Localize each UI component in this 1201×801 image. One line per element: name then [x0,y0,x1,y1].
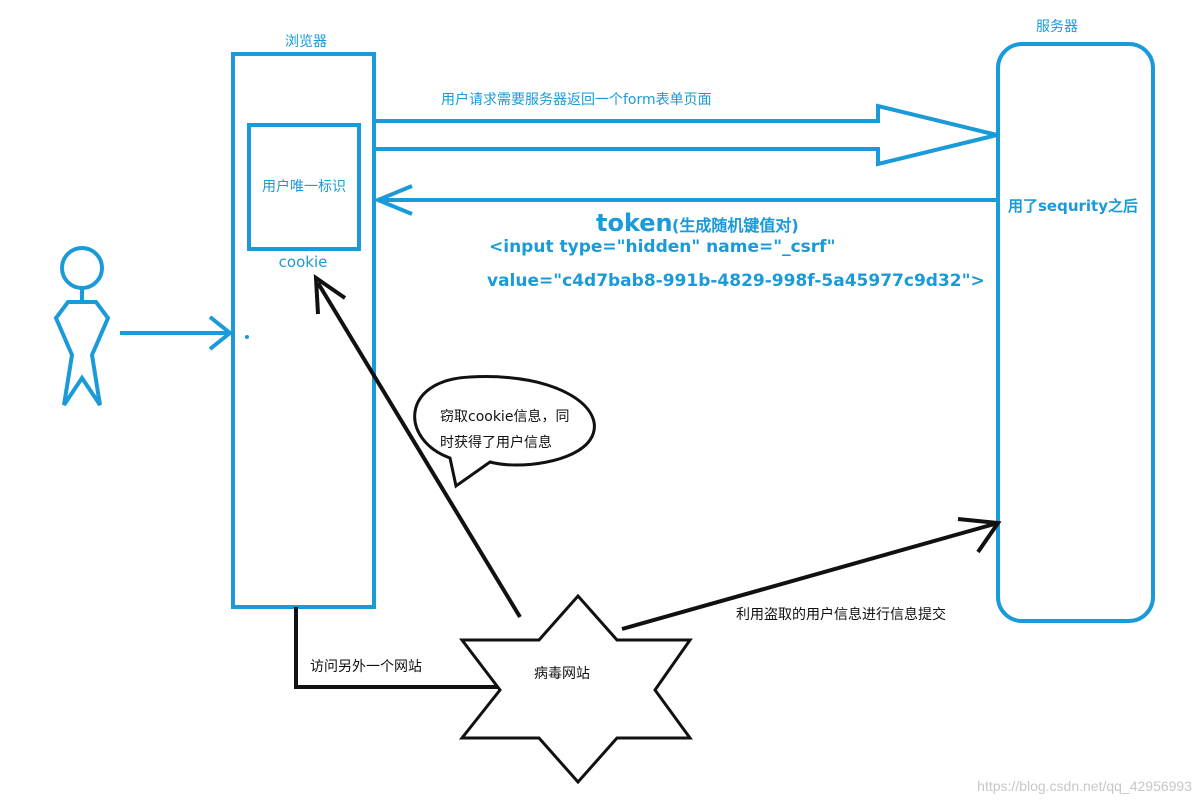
unique-id-box [247,123,361,251]
speech-bubble [413,375,596,489]
bubble-line-1: 窃取cookie信息，同 [440,408,569,425]
server-title: 服务器 [1036,19,1078,35]
steal-cookie-arrow-head [313,274,347,315]
browser-title: 浏览器 [285,34,327,50]
token-word: token [596,209,673,237]
stick-figure-icon [53,246,111,407]
submit-arrow-head [957,517,1002,554]
unique-id-label: 用户唯一标识 [262,178,346,195]
input-line-2: value="c4d7bab8-991b-4829-998f-5a45977c9… [487,271,985,291]
bubble-line-2: 时获得了用户信息 [440,434,552,451]
virus-site-label: 病毒网站 [534,666,590,682]
cookie-label: cookie [279,253,328,271]
request-arrow [375,103,998,167]
server-box [996,42,1155,623]
response-arrow-head [372,184,413,216]
request-label: 用户请求需要服务器返回一个form表单页面 [441,91,712,108]
steal-cookie-arrow-line [316,281,522,619]
token-note: (生成随机键值对) [672,216,799,235]
browser-box [231,52,376,609]
submit-arrow-line [621,521,999,631]
server-security-label: 用了sequrity之后 [1008,197,1138,215]
dot-marker [245,335,249,339]
visit-other-label: 访问另外一个网站 [310,659,422,675]
visit-other-connector [294,607,498,689]
watermark-text: https://blog.csdn.net/qq_42956993 [977,778,1192,794]
input-line-1: <input type="hidden" name="_csrf" [489,237,835,257]
submit-stolen-label: 利用盗取的用户信息进行信息提交 [736,606,946,623]
virus-site-star [458,593,693,785]
user-to-browser-head [208,315,234,351]
